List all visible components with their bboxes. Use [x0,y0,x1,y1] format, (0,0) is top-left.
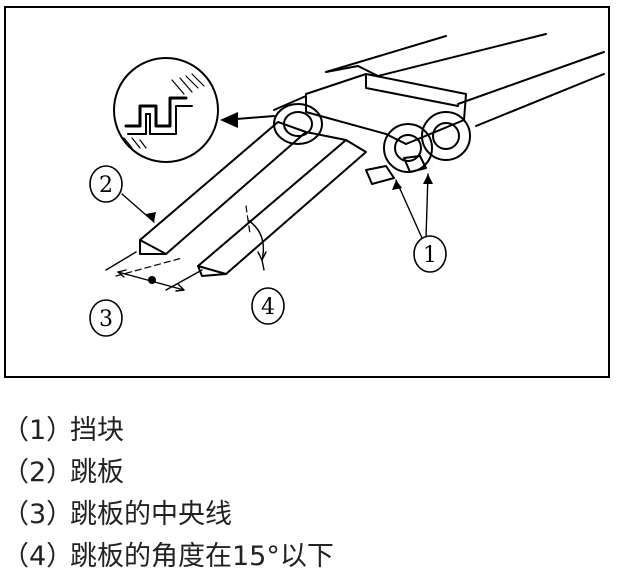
legend-item: （3）跳板的中央线 [0,494,617,536]
callout-2-arrowhead [146,212,156,222]
callout-4: 4 [251,287,285,325]
legend-text: 跳板的中央线 [70,499,232,530]
ramp-diagram: 1 2 3 4 [89,33,605,337]
svg-text:3: 3 [99,307,113,332]
legend-number: （3） [2,499,74,530]
legend-item: （2）跳板 [0,452,617,494]
legend-number: （2） [2,457,74,488]
ramp-right [197,131,367,277]
vehicle-frame [325,33,605,127]
legend-number: （1） [2,415,74,446]
callout-1-leader-b [425,173,429,239]
hitch-block [273,73,467,145]
diagram-frame: 1 2 3 4 [4,6,610,378]
legend-text: 挡块 [70,415,124,446]
callout-2-leader [121,193,155,223]
ramp-left [139,121,307,255]
svg-text:2: 2 [99,173,113,198]
angle-arc [247,219,267,271]
legend-item: （1）挡块 [0,410,617,452]
legend-text: 跳板 [70,457,124,488]
svg-text:1: 1 [423,243,437,268]
detail-magnifier [113,57,219,163]
stopper-blocks [365,155,427,185]
centerline [115,205,251,277]
legend-item: （4）跳板的角度在15°以下 [0,536,617,578]
legend-number: （4） [2,541,74,572]
callout-1-arrowhead-b [423,174,433,184]
callout-3: 3 [89,299,123,337]
legend: （1）挡块 （2）跳板 （3）跳板的中央线 （4）跳板的角度在15°以下 [0,410,617,578]
callout-1-leader-a [395,179,423,239]
magnifier-arrow [220,112,238,128]
svg-text:4: 4 [261,295,275,320]
callout-1-arrowhead-a [392,180,402,190]
roller-wheels [273,103,471,173]
callout-1: 1 [413,235,447,273]
dimension-line [105,251,203,292]
centerline-dot [148,276,156,284]
legend-text: 跳板的角度在15°以下 [70,541,334,572]
callout-2: 2 [89,165,123,203]
